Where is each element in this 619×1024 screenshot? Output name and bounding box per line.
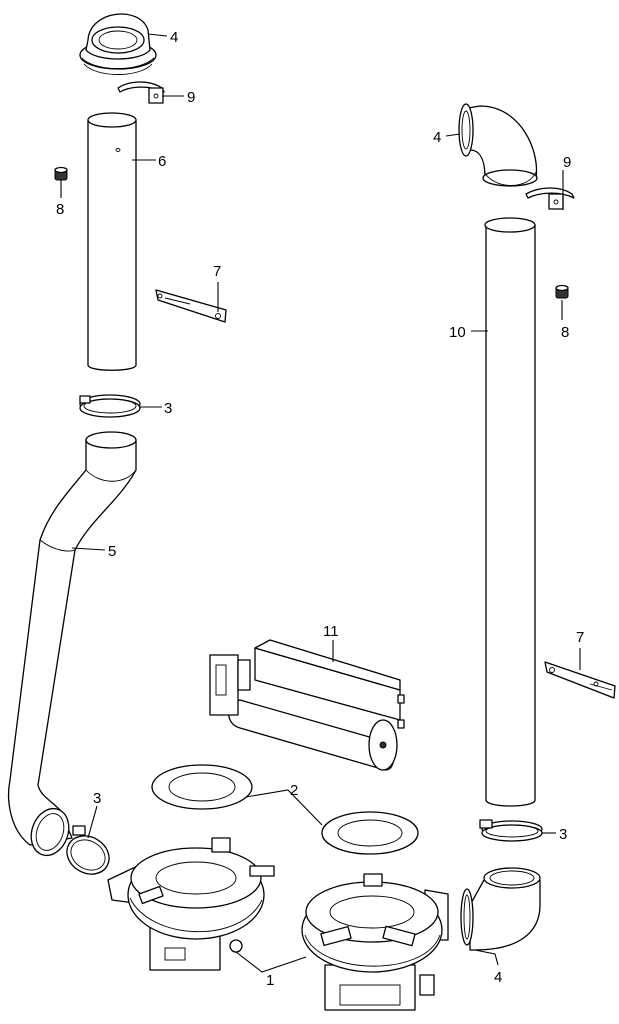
callout-5: 5 xyxy=(108,543,116,560)
callout-labels: 4 9 6 8 7 3 5 4 9 10 8 11 7 3 3 2 1 4 xyxy=(56,29,584,989)
elbow-top-right xyxy=(458,103,538,187)
offset-pipe xyxy=(7,431,137,857)
gasket-lower xyxy=(321,811,419,855)
blower-left xyxy=(107,837,275,971)
clamp-upper-left xyxy=(79,394,141,418)
callout-8-right: 8 xyxy=(561,324,569,341)
clamp-lower-left xyxy=(66,825,110,875)
callout-11: 11 xyxy=(323,623,339,640)
leader-lines xyxy=(60,33,581,973)
callout-7-left: 7 xyxy=(213,263,221,280)
elbow-bottom-right xyxy=(460,867,541,951)
bracket-right xyxy=(544,661,616,699)
pipe-short xyxy=(87,112,137,371)
plug-right xyxy=(555,284,569,299)
callout-10: 10 xyxy=(449,324,466,341)
callout-4-bottom-right: 4 xyxy=(494,969,502,986)
callout-4-top-right: 4 xyxy=(433,129,441,146)
callout-3-lower-left: 3 xyxy=(93,790,101,807)
callout-2: 2 xyxy=(290,782,298,799)
callout-9-left: 9 xyxy=(187,89,195,106)
callout-4-top-left: 4 xyxy=(170,29,178,46)
gasket-upper xyxy=(151,764,253,810)
elbow-top-left xyxy=(79,13,157,75)
blower-right xyxy=(301,873,449,1011)
pipe-long xyxy=(484,217,536,807)
plug-left xyxy=(54,166,68,181)
callout-3-right: 3 xyxy=(559,826,567,843)
callout-8-left: 8 xyxy=(56,201,64,218)
canister-unit xyxy=(209,639,405,771)
clamp-right xyxy=(479,819,543,842)
callout-6: 6 xyxy=(158,153,166,170)
clip-left xyxy=(117,81,165,104)
callout-7-right: 7 xyxy=(576,629,584,646)
callout-3-upper-left: 3 xyxy=(164,400,172,417)
clip-right xyxy=(525,187,575,210)
callout-1: 1 xyxy=(266,972,274,989)
bracket-left xyxy=(155,289,227,323)
callout-9-right: 9 xyxy=(563,154,571,171)
